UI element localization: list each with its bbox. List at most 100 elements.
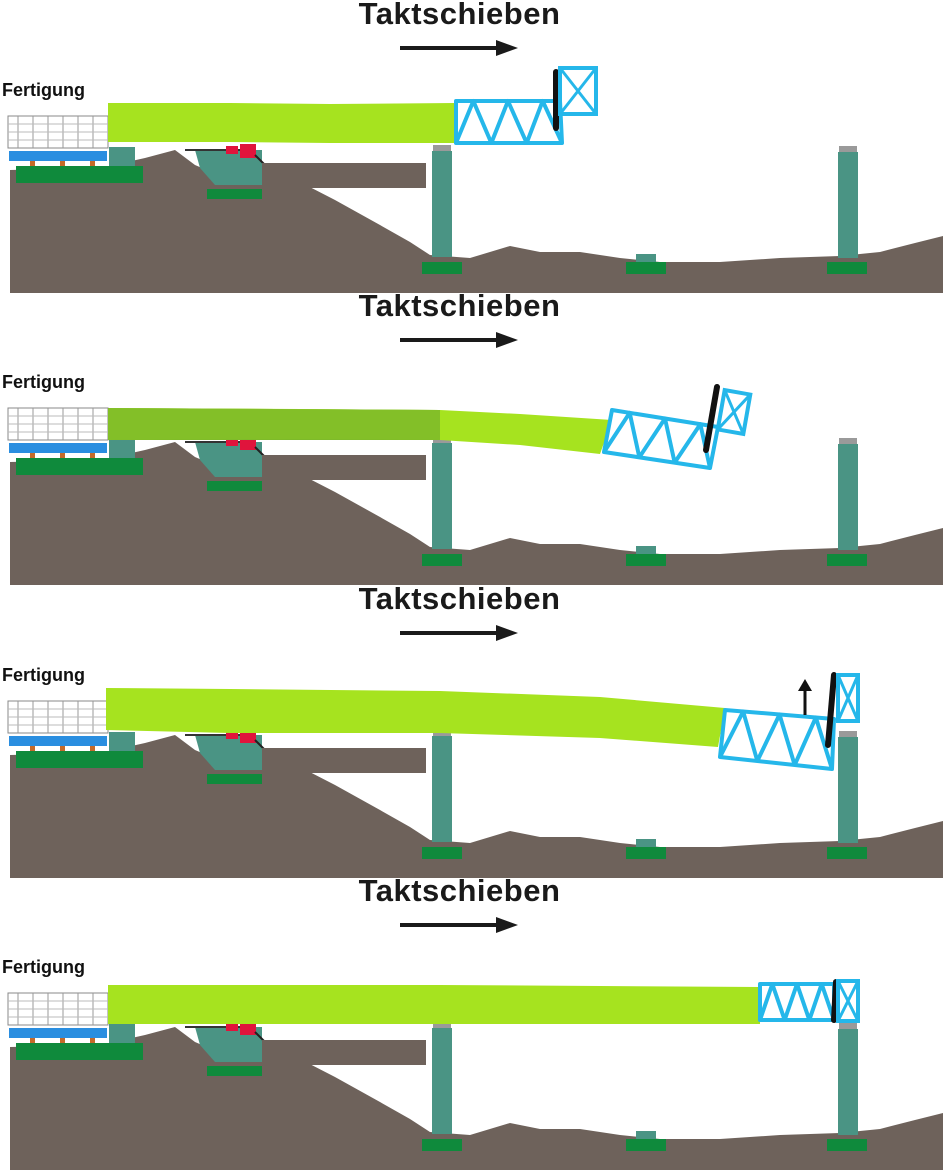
fabrication-label: Fertigung [2, 80, 85, 100]
panel-drawing [7, 332, 943, 585]
nose-tip-box [836, 673, 860, 723]
nose-tip-cross [716, 389, 752, 435]
panel-drawing [7, 625, 943, 878]
pier-bearing [839, 146, 857, 152]
pier-footing [626, 554, 666, 566]
abutment-footing [207, 189, 262, 199]
direction-arrow-head [496, 332, 518, 348]
formwork-support [90, 1038, 95, 1043]
bridge-pier [432, 736, 452, 842]
formwork-support [60, 1038, 65, 1043]
abutment-block [109, 439, 135, 458]
fabrication-scaffold [7, 407, 109, 441]
abutment-wall [262, 748, 426, 773]
panel-title: Taktschieben [358, 0, 561, 31]
bridge-deck-cast-segment [108, 408, 440, 440]
bridge-pier [838, 1029, 858, 1135]
abutment-footing [207, 774, 262, 784]
nose-tip-cross-frame [558, 66, 598, 116]
panel-stage-2: Taktschieben Fertigung [0, 288, 943, 585]
nose-hinge-bar [831, 979, 839, 1023]
nose-tip-cross [558, 67, 598, 115]
bridge-pier [838, 444, 858, 550]
panel-title: Taktschieben [358, 288, 561, 323]
panel-stage-3: Taktschieben Fertigung [0, 581, 943, 878]
fabrication-scaffold [7, 700, 109, 734]
abutment-block [109, 147, 135, 166]
panel-title: Taktschieben [358, 873, 561, 908]
formwork-beam [9, 736, 107, 746]
nose-tip-cross-frame [715, 387, 753, 437]
launching-nose-bracing [718, 709, 834, 770]
nose-tip-cross [836, 674, 860, 722]
hydraulic-jack-head [240, 144, 256, 158]
nose-hinge-bar [703, 384, 720, 453]
panel-title: Taktschieben [358, 581, 561, 616]
direction-arrow-head [496, 917, 518, 933]
formwork-support [30, 1038, 35, 1043]
pier-footing [422, 847, 462, 859]
pier-bearing [839, 731, 857, 737]
pier-footing [422, 262, 462, 274]
formwork-support [30, 746, 35, 751]
fabrication-scaffold [7, 992, 109, 1026]
panel-drawing [7, 40, 943, 293]
direction-arrow-head [496, 40, 518, 56]
bridge-pier [838, 152, 858, 258]
fabrication-label: Fertigung [2, 957, 85, 977]
nose-tip-box [836, 979, 860, 1023]
formwork-beam [9, 151, 107, 161]
launching-nose-frame [602, 408, 720, 470]
pier-footing [827, 262, 867, 274]
pier-footing [827, 847, 867, 859]
abutment-wall [262, 163, 426, 188]
panel-stage-4: Taktschieben Fertigung [0, 873, 943, 1170]
pier-bearing [433, 145, 451, 151]
fabrication-label: Fertigung [2, 665, 85, 685]
pier-bearing [839, 438, 857, 444]
pier-footing [422, 1139, 462, 1151]
formwork-support [90, 453, 95, 458]
formwork-beam [9, 443, 107, 453]
formwork-support [90, 746, 95, 751]
launching-nose-bracing [602, 410, 712, 469]
pier-stub [636, 546, 656, 554]
bridge-pier [432, 151, 452, 257]
hydraulic-jack [226, 1023, 238, 1031]
hydraulic-jack [226, 438, 238, 446]
launch-abutment [195, 1027, 262, 1062]
formwork-support [60, 453, 65, 458]
nose-tip-box [715, 387, 753, 437]
launch-abutment [195, 735, 262, 770]
fabrication-foundation [16, 751, 143, 768]
bridge-deck [106, 688, 725, 747]
pier-stub [636, 254, 656, 262]
formwork-support [30, 161, 35, 166]
fabrication-foundation [16, 1043, 143, 1060]
hydraulic-jack [226, 146, 238, 154]
pier-footing [626, 262, 666, 274]
fabrication-foundation [16, 166, 143, 183]
pier-footing [827, 1139, 867, 1151]
direction-arrow-head [496, 625, 518, 641]
nose-tip-cross-frame [836, 979, 860, 1023]
hydraulic-jack [226, 731, 238, 739]
fabrication-foundation [16, 458, 143, 475]
fabrication-label: Fertigung [2, 372, 85, 392]
ground-terrain [10, 735, 943, 878]
pier-footing [626, 847, 666, 859]
pier-bearing [433, 1022, 451, 1028]
fabrication-scaffold [7, 115, 109, 149]
nose-tip-box [558, 66, 598, 116]
formwork-support [90, 161, 95, 166]
nose-tip-cross-frame [836, 673, 860, 723]
pier-stub [636, 1131, 656, 1139]
abutment-footing [207, 481, 262, 491]
pier-stub [636, 839, 656, 847]
formwork-support [60, 161, 65, 166]
lift-arrow-head [798, 679, 812, 691]
abutment-block [109, 1024, 135, 1043]
formwork-support [60, 746, 65, 751]
bridge-deck [108, 103, 455, 143]
